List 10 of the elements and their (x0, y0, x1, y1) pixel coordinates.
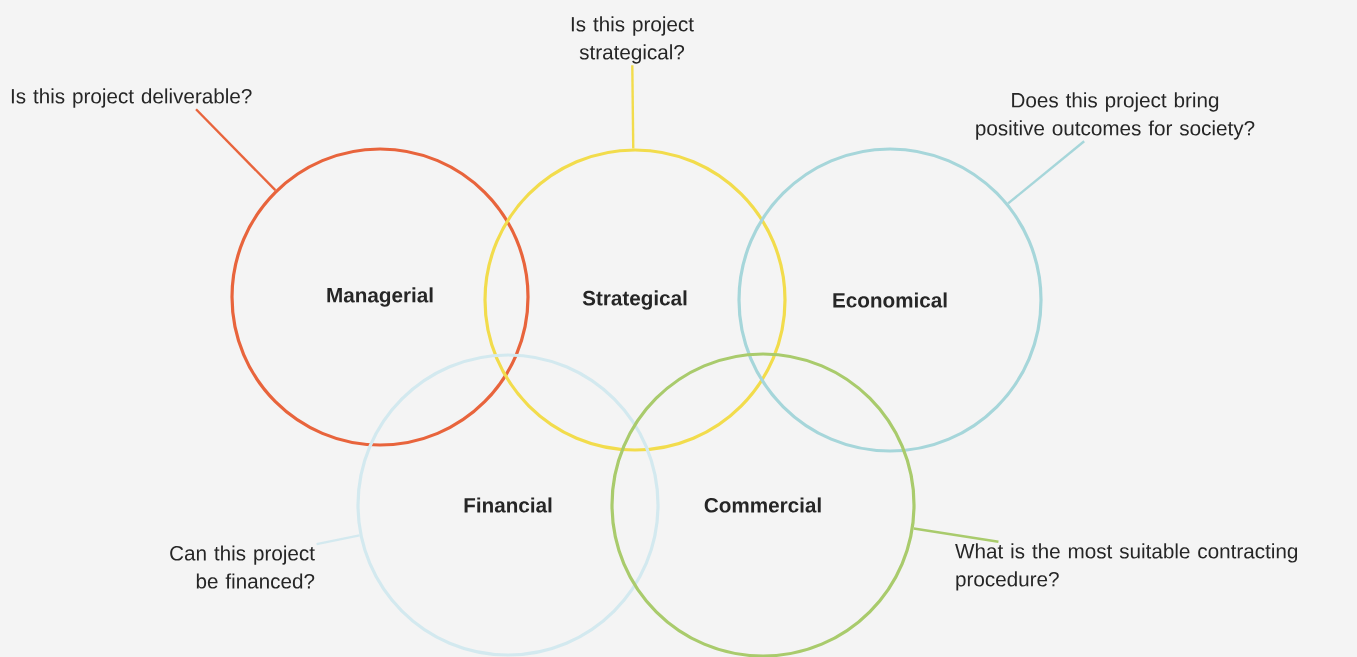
question-text: Is this project strategical? (571, 16, 694, 64)
leader-line (316, 534, 360, 546)
question-text: Is this project deliverable? (11, 88, 252, 108)
leader-line (913, 527, 999, 543)
question-text: Does this project bring positive outcomes for society? (976, 92, 1255, 140)
leader-line (195, 108, 277, 191)
question-text: Can this project be financed? (170, 545, 315, 589)
leader-line (631, 65, 635, 149)
question-text: What is the most suitable contracting procedure? (955, 543, 1298, 591)
leader-line (1007, 140, 1085, 205)
